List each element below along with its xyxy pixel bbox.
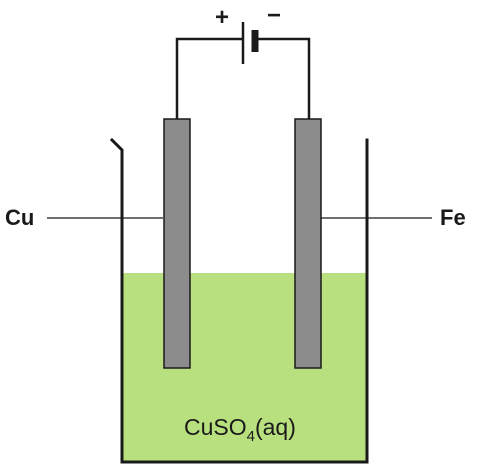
beaker xyxy=(109,137,369,464)
wire-left xyxy=(175,37,242,119)
cu-label: Cu xyxy=(5,205,34,230)
solution-formula-subscript: 4 xyxy=(247,428,255,445)
wire-right xyxy=(255,37,311,119)
solution-formula-main: CuSO xyxy=(184,414,247,440)
battery-negative-sign: − xyxy=(267,2,281,29)
battery-positive-sign: + xyxy=(215,4,229,31)
fe-electrode xyxy=(294,118,322,369)
battery: + − xyxy=(215,2,281,64)
solution-label: CuSO4(aq) xyxy=(184,414,296,445)
solution-formula-suffix: (aq) xyxy=(255,414,296,440)
fe-label: Fe xyxy=(440,205,466,230)
cu-electrode xyxy=(163,118,191,369)
